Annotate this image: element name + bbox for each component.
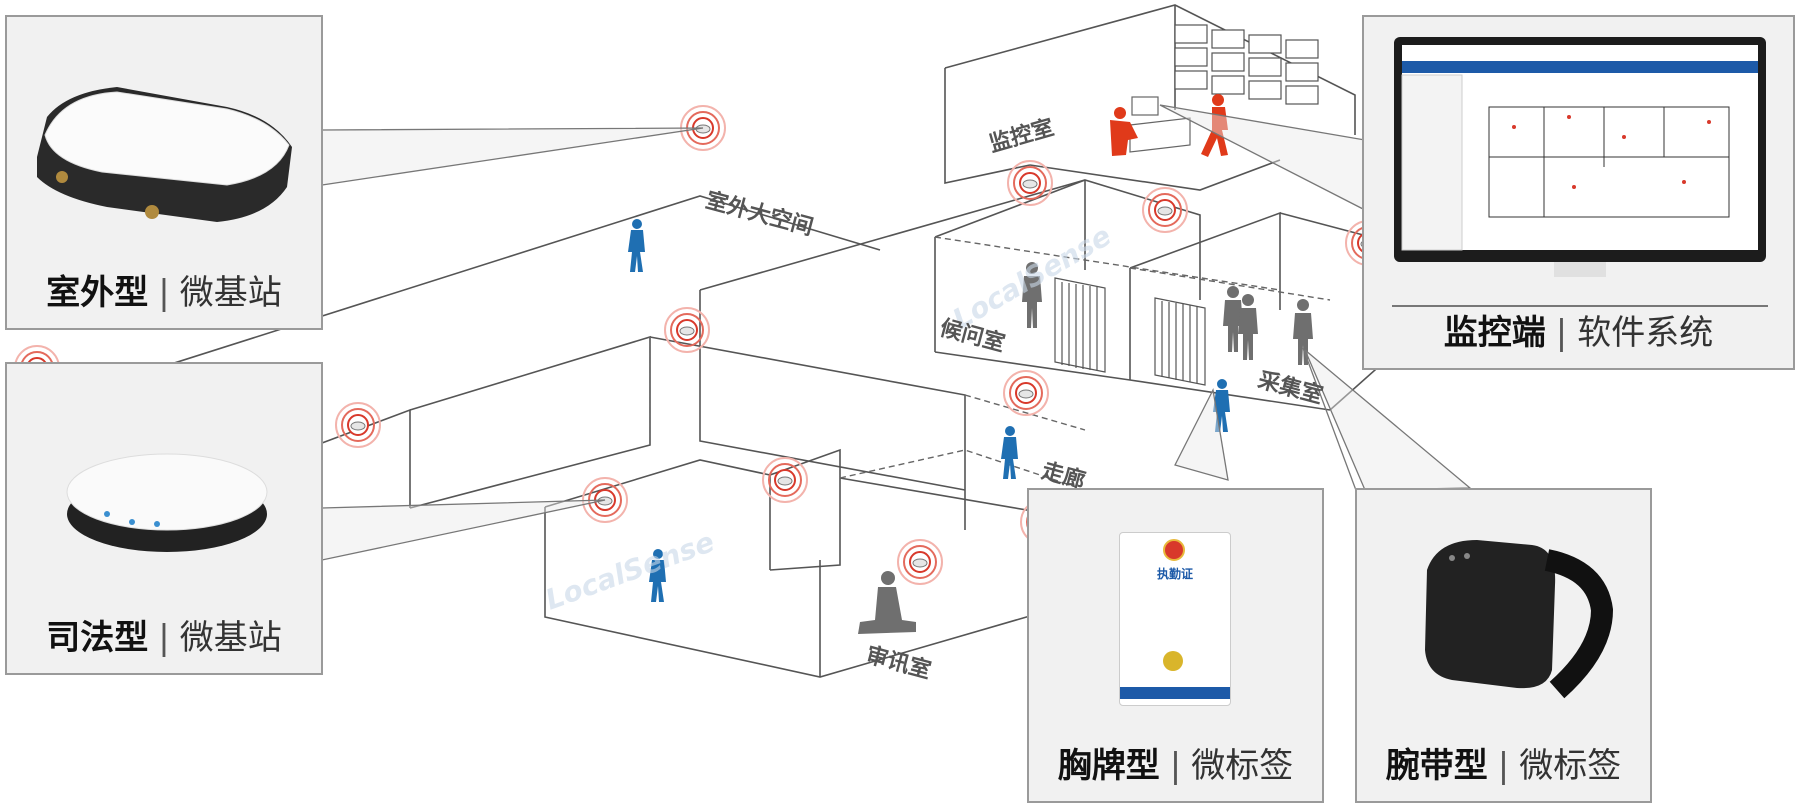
badge-emblem	[1163, 539, 1185, 561]
monitoring-client-caption: 监控端|软件系统	[1443, 313, 1714, 353]
person-gray-seated	[858, 571, 916, 634]
badge-bottom-bar	[1120, 687, 1230, 699]
beacon-6	[335, 402, 381, 448]
panel-outdoor-station: 室外型|微基站	[5, 15, 323, 330]
outdoor-station-image	[37, 87, 292, 222]
wristband-tag-caption: 腕带型|微标签	[1385, 746, 1622, 786]
panel-monitoring-client: 监控端|软件系统	[1362, 15, 1795, 370]
person-blue-outdoor	[628, 219, 645, 272]
outdoor-station-caption: 室外型|微基站	[46, 273, 282, 313]
beacon-3	[1142, 187, 1188, 233]
panel-badge-tag: 执勤证 胸牌型|微标签	[1027, 488, 1324, 803]
monitor-stand-base	[1392, 305, 1768, 307]
building-outline	[19, 4, 1421, 678]
wristband-image	[1425, 540, 1614, 699]
callout-lines	[321, 104, 1472, 561]
beacon-9	[762, 457, 808, 503]
judicial-station-image	[66, 453, 268, 552]
video-wall	[1174, 24, 1319, 105]
monitor-screen-image	[1394, 37, 1766, 277]
badge-title: 执勤证	[1156, 567, 1193, 581]
badge-seal	[1163, 651, 1183, 671]
beacon-2	[1007, 160, 1053, 206]
beacon-11	[897, 539, 943, 585]
cell-doors	[1054, 277, 1206, 386]
beacon-5	[664, 307, 710, 353]
panel-judicial-station: 司法型|微基站	[5, 362, 323, 675]
badge-tag-caption: 胸牌型|微标签	[1057, 746, 1294, 786]
person-blue-corridor	[1001, 426, 1018, 479]
building-dashed-lines	[649, 236, 1331, 491]
monitor-desk	[1110, 94, 1228, 157]
badge-card: 执勤证	[1119, 532, 1231, 706]
panel-wristband-tag: 腕带型|微标签	[1355, 488, 1652, 803]
watermark-floor: LocalSense	[541, 525, 719, 617]
judicial-station-caption: 司法型|微基站	[46, 618, 282, 658]
beacon-8	[1003, 370, 1049, 416]
